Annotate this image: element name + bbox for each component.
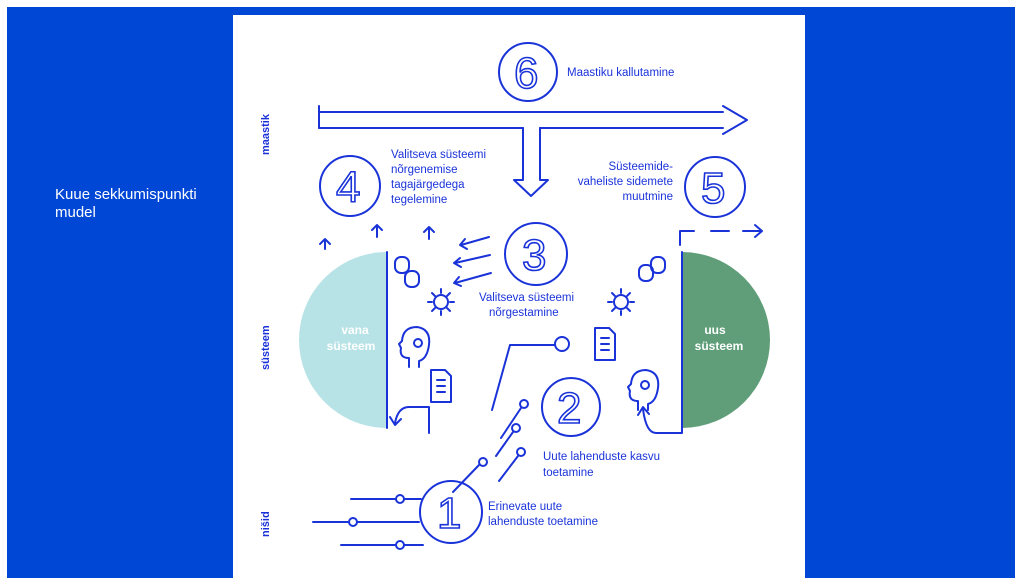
point-1-number: 1 [437,489,461,538]
axis-label-system: süsteem [260,325,272,370]
document-icon [594,327,616,361]
point-5-label-line-2: vaheliste sidemete [578,176,673,188]
point-3: 3 Valitseva süsteemi nõrgestamine [453,222,574,319]
point-4-number: 4 [336,163,360,212]
point-1: 1 Erinevate uute lahenduste toetamine [312,480,598,550]
old-system-label-1: vana [341,323,369,337]
point-4: 4 Valitseva süsteemi nõrgenemise tagajär… [319,149,486,250]
point-2-circle [541,377,601,437]
head-icon [398,326,431,368]
point-5-number: 5 [701,164,725,213]
point-4-label-line-1: Valitseva süsteemi [391,149,486,161]
dashed-arrow [679,224,763,246]
new-system-label-1: uus [704,323,726,337]
left-arrow-icon [459,236,490,250]
up-arrow-icon [319,238,331,250]
point-1-circle [419,480,483,544]
point-2-label-line-2: toetamine [543,467,594,479]
point-3-circle [504,222,568,286]
point-4-circle [319,155,381,217]
point-4-label-line-3: tagajärgedega [391,179,465,191]
point-6-number: 6 [514,49,538,98]
point-2-number: 2 [557,384,581,433]
left-arrow-icon [453,272,492,287]
point-5-label-line-1: Süsteemide- [608,161,673,173]
point-1-label-line-1: Erinevate uute [488,501,562,513]
new-system-label-2: süsteem [695,339,744,353]
point-5-label-line-3: muutmine [623,191,674,203]
point-3-label-line-1: Valitseva süsteemi [479,292,574,304]
landscape-arrow [318,105,748,197]
point-3-label-line-2: nõrgestamine [489,307,559,319]
point-2: 2 Uute lahenduste kasvu toetamine [541,377,660,479]
new-system: uus süsteem [637,251,770,434]
head-icon [627,369,660,411]
axis-label-niches: nišid [260,511,272,537]
point-2-label-line-1: Uute lahenduste kasvu [543,451,660,463]
theatre-masks-icon [638,256,666,282]
document-icon [430,369,452,403]
axis-label-landscape: maastik [260,113,272,155]
old-system: vana süsteem [299,251,430,434]
left-arrow-icon [453,254,491,268]
slide-title: Kuue sekkumispunkti mudel [55,186,197,221]
gear-icon [607,288,635,316]
up-arrow-icon [371,224,383,238]
six-intervention-points-diagram: maastik süsteem nišid 6 Maastiku kalluta… [260,42,770,550]
point-1-label-line-2: lahenduste toetamine [488,516,598,528]
diagram-panel: maastik süsteem nišid 6 Maastiku kalluta… [233,15,805,578]
point-6-circle [498,42,558,102]
point-3-number: 3 [522,231,546,280]
gear-icon [427,288,455,316]
point-6-label-line-1: Maastiku kallutamine [567,67,674,79]
return-arrow [637,406,683,434]
niche-branches [452,336,570,493]
point-4-label-line-4: tegelemine [391,194,447,206]
point-5-circle [684,156,746,218]
point-5: 5 Süsteemide- vaheliste sidemete muutmin… [578,156,763,246]
old-system-label-2: süsteem [327,339,376,353]
point-6: 6 Maastiku kallutamine [498,42,674,102]
theatre-masks-icon [394,256,420,288]
up-arrow-icon [423,226,435,240]
return-arrow [389,406,430,434]
point-4-label-line-2: nõrgenemise [391,164,457,176]
